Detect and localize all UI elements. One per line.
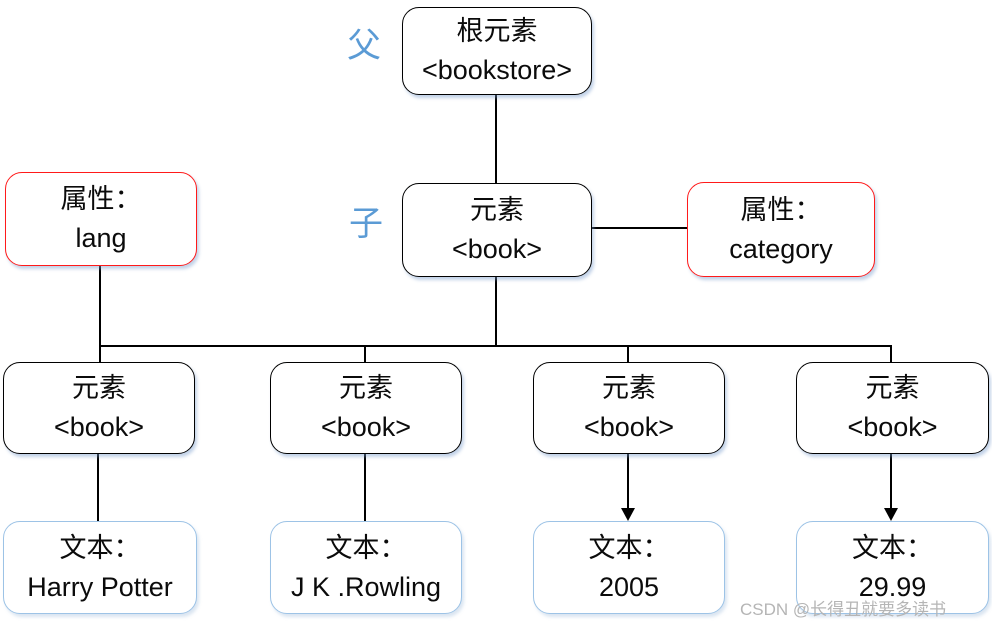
node-title: 文本：	[852, 532, 933, 563]
connector-bus-line	[99, 345, 892, 347]
connector-lang-to-child1	[99, 264, 101, 362]
connector-book-to-category	[589, 227, 687, 229]
node-value: <book>	[847, 412, 938, 442]
connector-bus-to-child4	[890, 346, 892, 362]
node-book-element: 元素 <book>	[402, 183, 592, 277]
child-level-label: 子	[349, 205, 383, 243]
node-value: <book>	[583, 412, 675, 442]
node-title: 元素	[72, 373, 126, 403]
parent-level-label: 父	[347, 27, 381, 65]
node-title: 元素	[470, 195, 524, 225]
node-title: 根元素	[456, 16, 538, 46]
connector-child2-to-text2	[364, 452, 366, 521]
connector-bus-to-child2	[364, 346, 366, 362]
node-text-author: 文本： J K .Rowling	[270, 521, 462, 614]
node-root-element: 根元素 <bookstore>	[402, 7, 592, 95]
node-attribute-category: 属性： category	[687, 182, 875, 277]
node-title: 属性：	[740, 194, 822, 225]
node-title: 元素	[602, 373, 656, 403]
connector-child3-to-text3	[627, 452, 629, 509]
node-value: J K .Rowling	[290, 571, 442, 602]
node-value: <book>	[451, 234, 543, 264]
node-value: <book>	[53, 412, 145, 442]
node-value: <book>	[320, 412, 412, 442]
node-value: Harry Potter	[27, 571, 173, 602]
node-attribute-lang: 属性： lang	[5, 172, 197, 266]
node-title: 属性：	[60, 184, 142, 214]
node-text-title: 文本： Harry Potter	[3, 521, 197, 614]
node-text-year: 文本： 2005	[533, 521, 725, 614]
connector-book-to-bus	[495, 275, 497, 347]
csdn-watermark: CSDN @长得丑就要多读书	[740, 600, 947, 619]
arrow-down-icon	[621, 508, 635, 521]
arrow-down-icon	[884, 508, 898, 521]
node-child-element-3: 元素 <book>	[533, 362, 725, 454]
node-value: category	[729, 233, 833, 264]
node-title: 元素	[865, 373, 920, 403]
node-value: lang	[75, 223, 127, 253]
node-title: 文本：	[59, 532, 141, 563]
node-child-element-4: 元素 <book>	[796, 362, 989, 454]
node-title: 文本：	[588, 532, 670, 563]
connector-child4-to-text4	[890, 452, 892, 509]
node-title: 文本：	[325, 532, 407, 563]
node-value: <bookstore>	[421, 55, 573, 85]
node-text-price: 文本： 29.99	[796, 521, 989, 614]
node-title: 元素	[339, 373, 393, 403]
node-value: 2005	[598, 571, 660, 602]
node-child-element-1: 元素 <book>	[3, 362, 195, 454]
node-child-element-2: 元素 <book>	[270, 362, 462, 454]
connector-child1-to-text1	[97, 452, 99, 521]
connector-root-to-book	[495, 93, 497, 183]
node-value: 29.99	[858, 571, 927, 602]
connector-bus-to-child3	[627, 346, 629, 362]
